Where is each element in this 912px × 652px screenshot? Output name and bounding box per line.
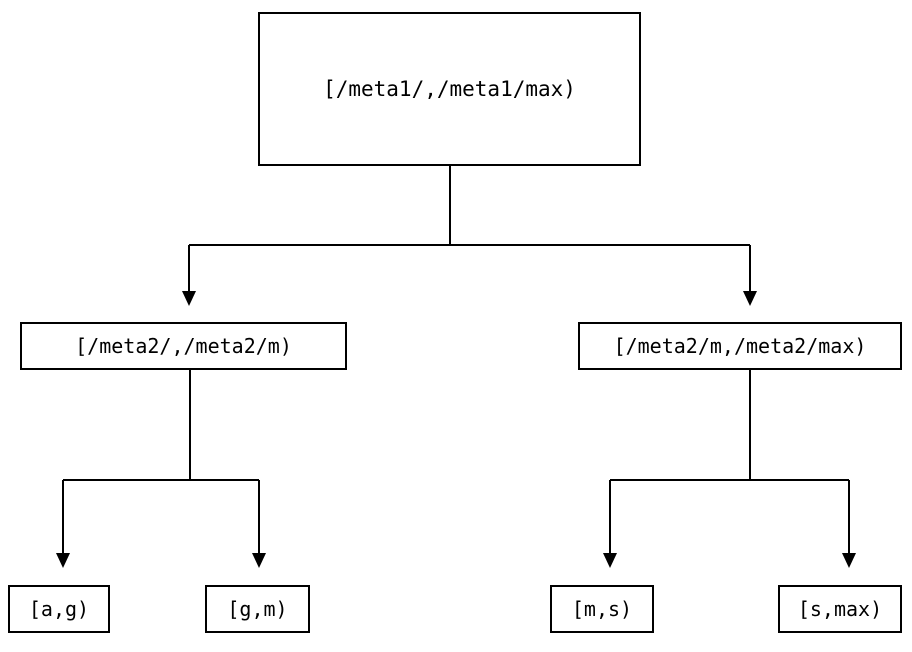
arrowhead-leaf-0 [56, 553, 70, 568]
tree-node-leaf-0-label: [a,g) [28, 597, 90, 621]
arrowhead-leaf-2 [603, 553, 617, 568]
tree-node-root-label: [/meta1/,/meta1/max) [323, 76, 576, 101]
arrowhead-leaf-3 [842, 553, 856, 568]
tree-node-leaf-1-label: [g,m) [227, 597, 288, 621]
tree-node-root[interactable]: [/meta1/,/meta1/max) [258, 12, 641, 166]
arrowhead-mid-left [182, 291, 196, 306]
arrowhead-mid-right [743, 291, 757, 306]
tree-node-leaf-3[interactable]: [s,max) [778, 585, 902, 633]
tree-node-leaf-2-label: [m,s) [571, 597, 633, 621]
tree-node-mid-right[interactable]: [/meta2/m,/meta2/max) [578, 322, 902, 370]
tree-node-leaf-0[interactable]: [a,g) [8, 585, 110, 633]
tree-node-mid-right-label: [/meta2/m,/meta2/max) [613, 334, 867, 358]
tree-node-mid-left-label: [/meta2/,/meta2/m) [75, 334, 292, 358]
arrowhead-leaf-1 [252, 553, 266, 568]
tree-node-leaf-1[interactable]: [g,m) [205, 585, 310, 633]
tree-node-leaf-2[interactable]: [m,s) [550, 585, 654, 633]
tree-node-leaf-3-label: [s,max) [797, 597, 883, 621]
tree-node-mid-left[interactable]: [/meta2/,/meta2/m) [20, 322, 347, 370]
